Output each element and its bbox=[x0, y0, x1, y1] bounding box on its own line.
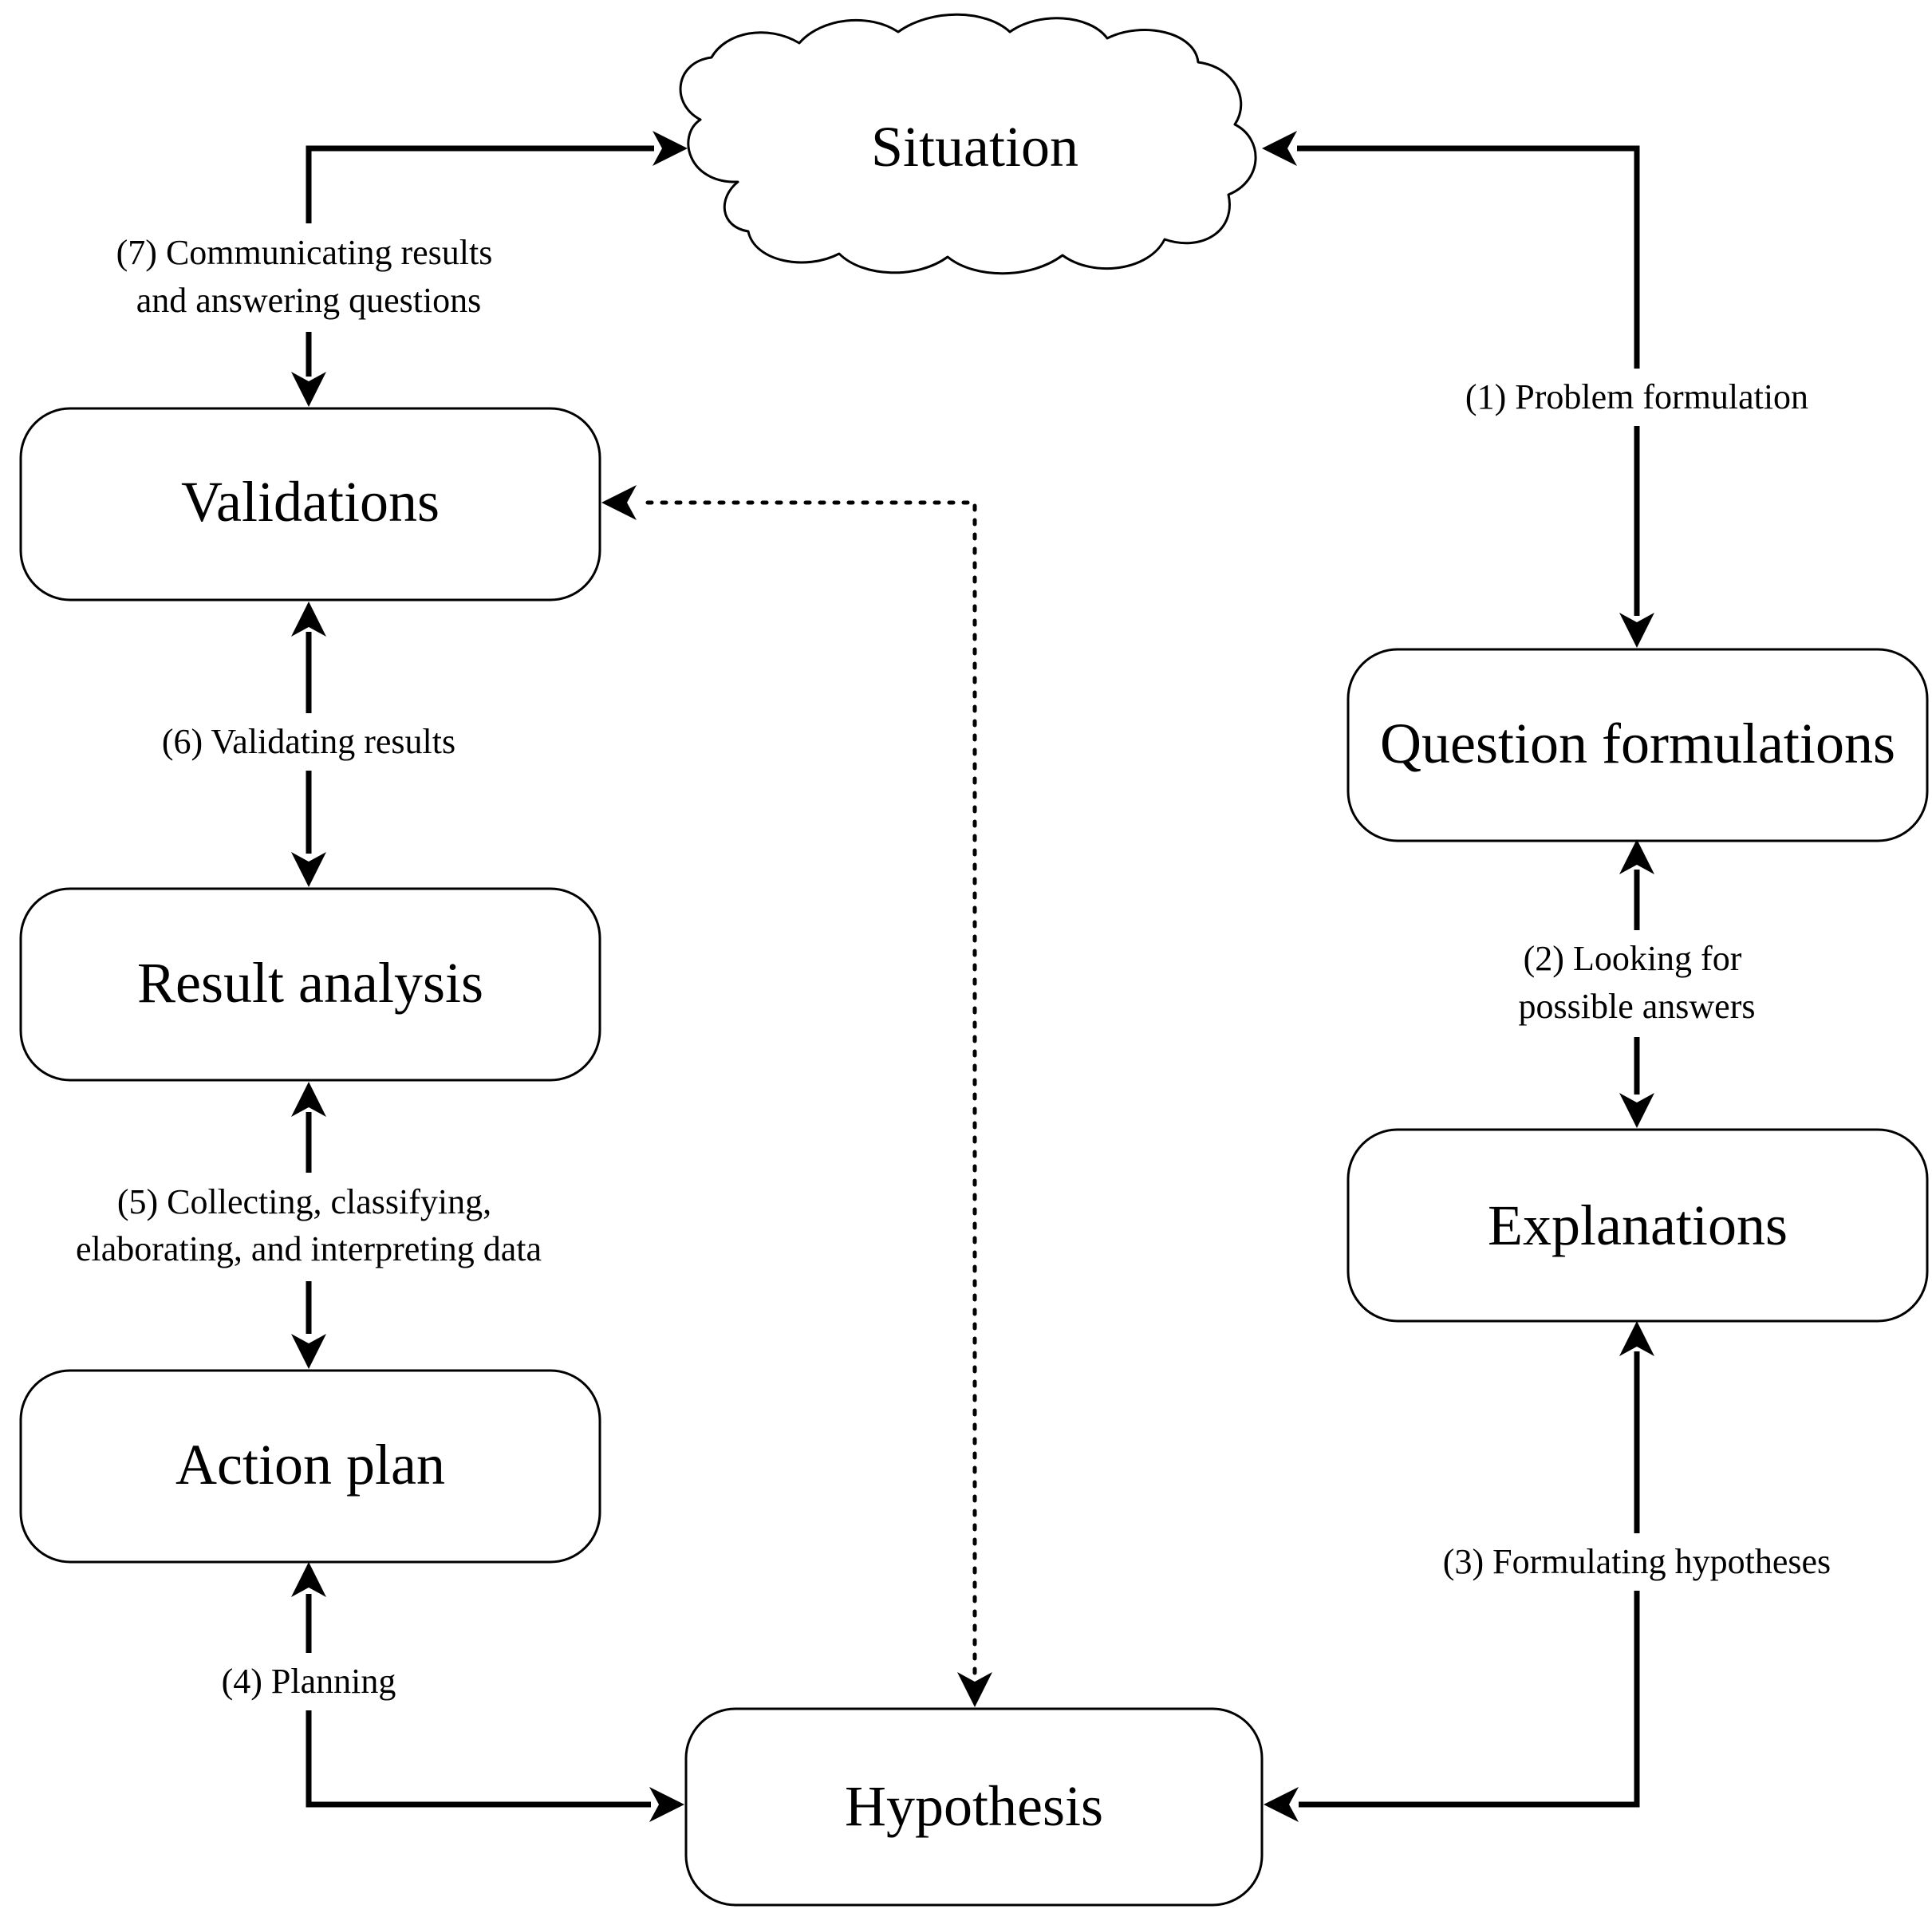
node-validations: Validations bbox=[19, 407, 601, 602]
edge-formulating-hypotheses bbox=[1264, 1321, 1654, 1822]
edge-label-line: (6) Validating results bbox=[162, 722, 455, 761]
arrowhead bbox=[1262, 131, 1297, 166]
edge-problem-formulation bbox=[1262, 131, 1654, 648]
edge-label-line: (4) Planning bbox=[222, 1662, 396, 1701]
edge-dotted-validations-hypothesis bbox=[601, 485, 992, 1707]
arrowhead bbox=[291, 602, 326, 637]
arrowhead bbox=[1264, 1787, 1299, 1822]
arrowhead bbox=[291, 1562, 326, 1597]
svg-text:(5) Collecting, classifying,: (5) Collecting, classifying, elaborating… bbox=[76, 1182, 542, 1268]
node-result-analysis: Result analysis bbox=[19, 887, 601, 1082]
edge-label-6: (6) Validating results bbox=[128, 713, 490, 771]
arrowhead bbox=[1619, 1093, 1654, 1128]
arrowhead bbox=[601, 485, 637, 520]
node-label: Action plan bbox=[175, 1433, 445, 1497]
arrowhead bbox=[653, 131, 688, 166]
edge-label-1: (1) Problem formulation bbox=[1428, 369, 1846, 426]
node-label: Hypothesis bbox=[845, 1774, 1103, 1838]
edge-label-line: (5) Collecting, classifying, bbox=[117, 1182, 491, 1221]
node-label: Result analysis bbox=[137, 951, 483, 1015]
edge-label-line: (7) Communicating results bbox=[116, 233, 493, 272]
edge-label-line: (3) Formulating hypotheses bbox=[1443, 1542, 1831, 1581]
arrowhead bbox=[1619, 1321, 1654, 1356]
arrowhead bbox=[1619, 613, 1654, 648]
node-question-formulations: Question formulations bbox=[1346, 648, 1929, 842]
arrowhead bbox=[291, 1082, 326, 1117]
arrowhead bbox=[291, 852, 326, 887]
edge-label-line: (2) Looking for bbox=[1524, 939, 1742, 978]
edge-label-line: elaborating, and interpreting data bbox=[76, 1229, 542, 1268]
node-label: Validations bbox=[181, 470, 440, 534]
arrowhead bbox=[291, 1334, 326, 1369]
arrowhead bbox=[649, 1787, 684, 1822]
node-explanations: Explanations bbox=[1346, 1128, 1929, 1323]
edge-label-7: (7) Communicating results and answering … bbox=[83, 223, 534, 332]
arrowhead bbox=[291, 372, 326, 407]
edge-label-5: (5) Collecting, classifying, elaborating… bbox=[32, 1173, 586, 1281]
edge-label-line: possible answers bbox=[1519, 987, 1756, 1026]
node-label: Explanations bbox=[1488, 1193, 1788, 1257]
node-situation: Situation bbox=[679, 13, 1257, 275]
arrowhead bbox=[957, 1672, 992, 1707]
edge-label-line: and answering questions bbox=[136, 281, 482, 320]
edge-label-line: (1) Problem formulation bbox=[1465, 377, 1808, 416]
cloud-shape bbox=[679, 13, 1257, 275]
edge-label-2: (2) Looking for possible answers bbox=[1487, 930, 1787, 1037]
node-hypothesis: Hypothesis bbox=[684, 1707, 1264, 1907]
svg-text:(7) Communicating results: (7) Communicating results and answering … bbox=[116, 233, 502, 320]
node-action-plan: Action plan bbox=[19, 1369, 601, 1564]
edge-label-3: (3) Formulating hypotheses bbox=[1401, 1533, 1875, 1591]
arrowhead bbox=[1619, 839, 1654, 874]
edge-label-4: (4) Planning bbox=[196, 1653, 421, 1710]
node-label: Question formulations bbox=[1380, 712, 1895, 775]
node-label: Situation bbox=[871, 115, 1078, 179]
svg-text:(2) Looking for possible: (2) Looking for possible answers bbox=[1519, 939, 1756, 1026]
